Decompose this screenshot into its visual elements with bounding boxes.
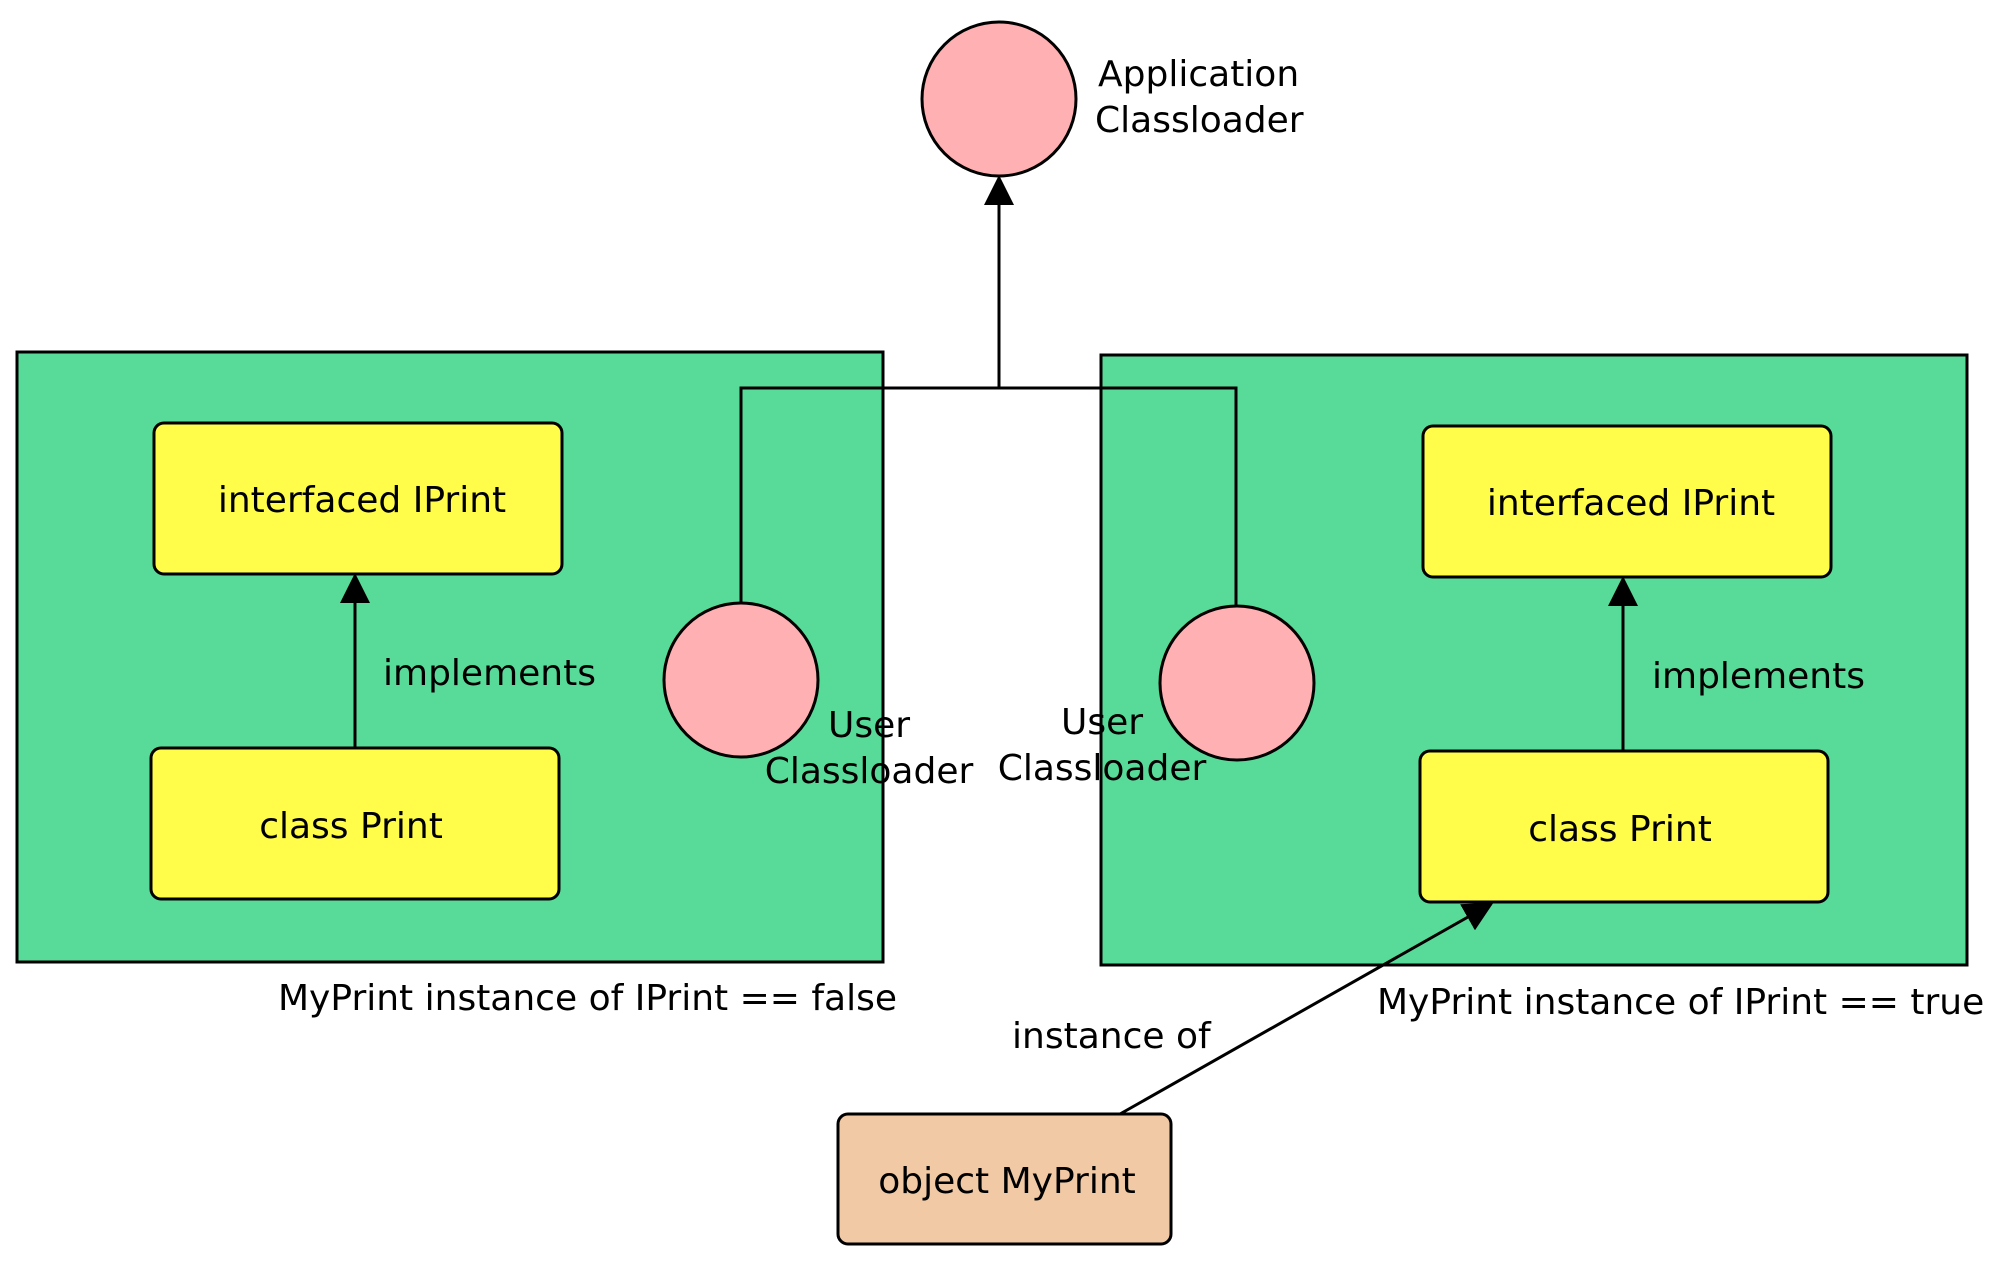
left-interface-label: interfaced IPrint [218,480,506,521]
instance-of-label: instance of [1012,1016,1212,1057]
left-class-label: class Print [259,806,443,847]
application-classloader-label-line1: Application [1098,54,1299,95]
right-implements-label: implements [1652,656,1865,697]
parent-delegation-connector [739,386,1238,609]
application-classloader-node [920,20,1078,178]
left-user-classloader-node [662,601,820,759]
instance-of-arrow [1119,902,1494,1116]
object-myprint-label: object MyPrint [878,1161,1136,1202]
left-implements-label: implements [383,653,596,694]
right-interface-label: interfaced IPrint [1487,483,1775,524]
right-user-classloader-node [1158,604,1316,762]
right-user-classloader-label-line1: User [1061,702,1143,743]
left-user-classloader-label-line1: User [828,705,910,746]
object-myprint-box [836,1112,1173,1246]
right-user-classloader-label-line2: Classloader [998,748,1207,789]
left-caption: MyPrint instance of IPrint == false [278,978,897,1019]
right-caption: MyPrint instance of IPrint == true [1377,982,1984,1023]
application-classloader-label-line2: Classloader [1095,100,1304,141]
right-class-label: class Print [1528,809,1712,850]
left-user-classloader-label-line2: Classloader [765,751,974,792]
